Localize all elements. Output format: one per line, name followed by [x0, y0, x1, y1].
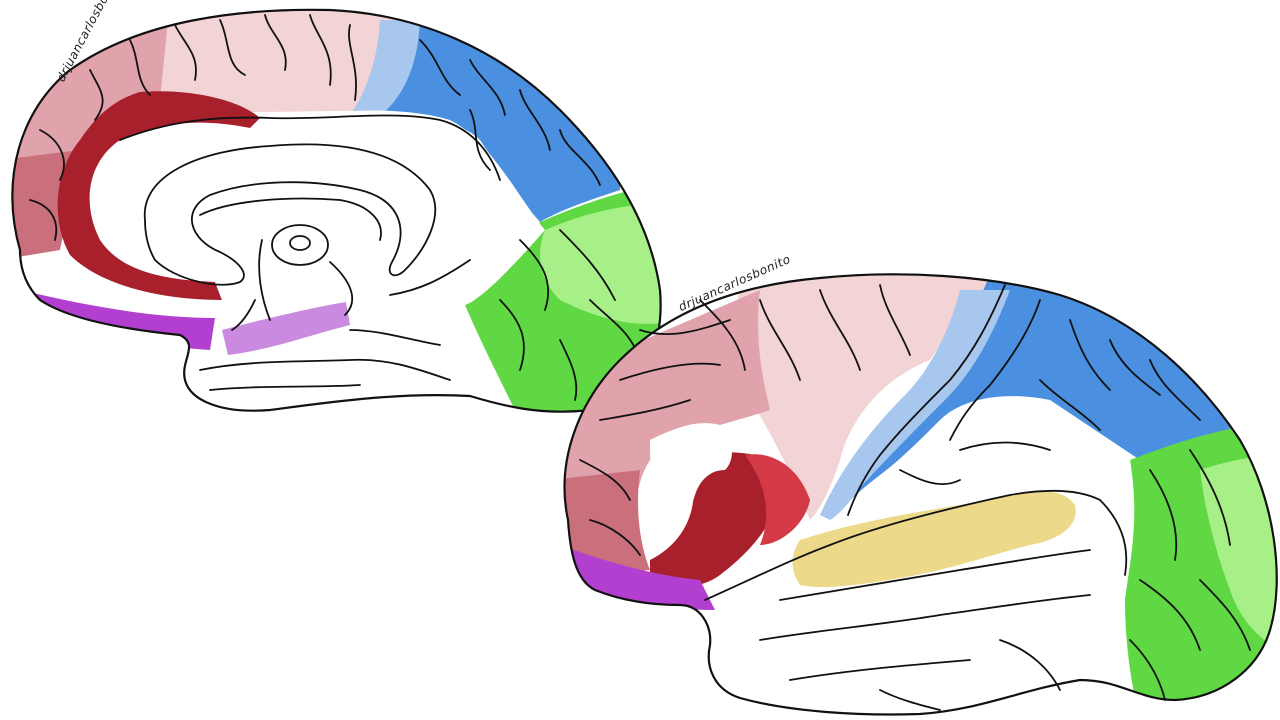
region-dark-red-cingulate — [57, 91, 260, 301]
region-light-green-lateral — [1200, 455, 1277, 650]
region-lavender-medial — [222, 302, 350, 355]
interthalamic-adhesion — [289, 235, 311, 251]
hypothalamus-line — [231, 239, 271, 331]
region-dark-rose-medial — [12, 150, 80, 260]
region-white-inner-medial — [201, 110, 546, 325]
brainstem-curve — [329, 261, 354, 316]
lateral-hemisphere — [563, 273, 1278, 716]
lateral-sulci-temporal — [759, 549, 1091, 711]
region-light-pink-lateral — [738, 274, 1010, 520]
region-dark-red-broca — [650, 452, 772, 587]
medial-hemisphere — [11, 8, 662, 413]
lateral-sulci-parietal — [899, 319, 1201, 485]
region-yellow-temporal — [792, 491, 1076, 588]
lateral-sulci-occipital — [1099, 449, 1251, 701]
region-white-band-medial — [12, 255, 215, 320]
medial-sulci-frontal — [29, 14, 357, 241]
region-red-lateral — [745, 454, 810, 545]
medial-sulci-occipital — [389, 229, 641, 401]
fornix — [199, 197, 382, 241]
lateral-outline — [563, 273, 1278, 716]
region-light-blue-lateral — [820, 290, 1010, 520]
sylvian-fissure — [704, 489, 1101, 601]
postcentral-sulcus — [949, 299, 1041, 441]
medial-sulci-cingulate — [119, 114, 501, 181]
region-light-blue-medial — [340, 20, 420, 128]
central-sulcus — [847, 284, 1006, 516]
faint-watermark — [708, 58, 1258, 108]
corpus-callosum — [144, 143, 436, 286]
medial-sulci-temporal — [199, 329, 451, 391]
region-white-frontal-lateral — [650, 423, 732, 535]
medial-sulci-parietal — [419, 39, 601, 186]
thalamus — [271, 224, 329, 266]
lateral-sulci-frontal — [579, 284, 911, 556]
